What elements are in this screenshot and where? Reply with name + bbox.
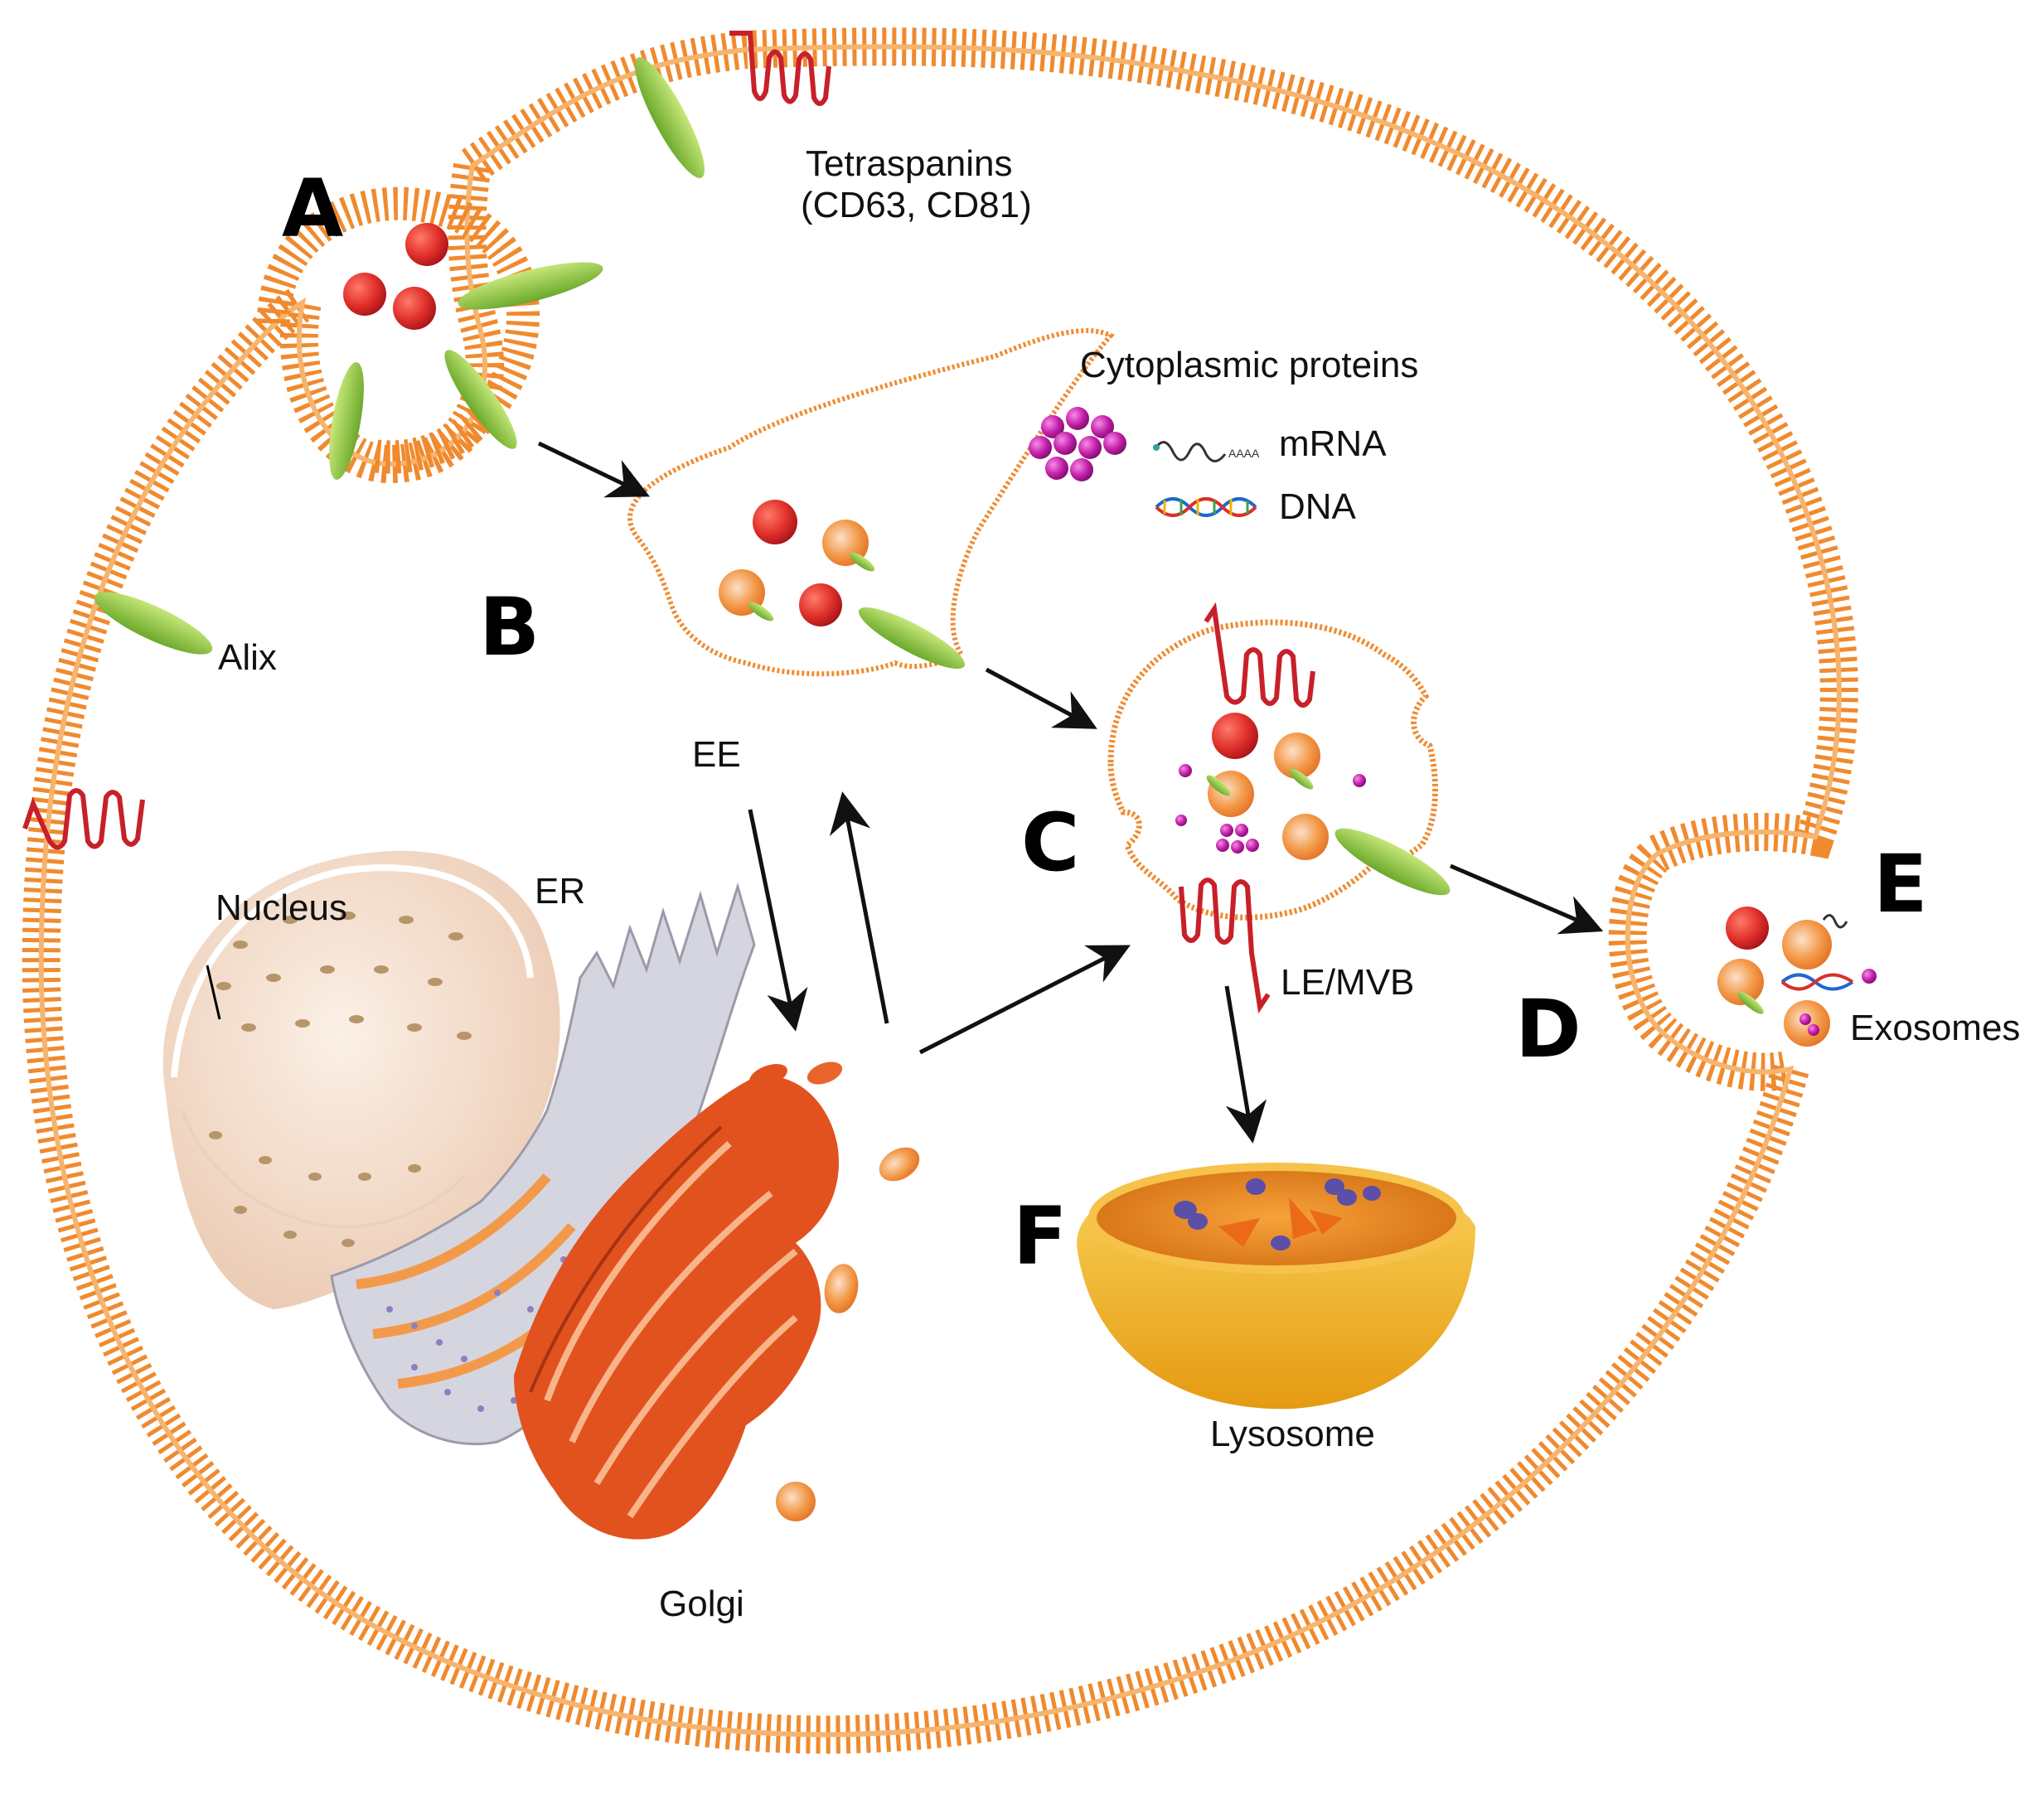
er-body: [330, 882, 756, 1446]
tetraspanin-icon: [1204, 602, 1315, 708]
alix-protein-icon: [635, 57, 705, 178]
protein-cluster-icon: [1216, 824, 1259, 854]
nucleus-envelope: [171, 864, 534, 1078]
protein-dot: [393, 287, 436, 330]
golgi-vesicle: [806, 1062, 843, 1085]
tetraspanin-icon: [22, 788, 145, 850]
step-label-f: F: [1013, 1190, 1068, 1283]
lysosome: [1077, 1163, 1475, 1410]
vesicle-icon: [1717, 959, 1764, 1005]
alix-protein-icon: [1289, 768, 1314, 790]
nucleus: [162, 850, 560, 1309]
arrow-golgi-to-ee: [830, 791, 889, 1024]
alix-protein-icon: [1737, 991, 1764, 1014]
arrow-golgi-to-c: [918, 945, 1131, 1055]
tetraspanins-label: Tetraspanins: [806, 143, 1012, 184]
exosomes-label: Exosomes: [1850, 1008, 2020, 1048]
alix-protein-icon: [849, 552, 875, 572]
nucleus-label: Nucleus: [216, 887, 347, 928]
arrow-a-to-b: [537, 441, 651, 498]
step-label-c: C: [1021, 796, 1079, 889]
dna-label: DNA: [1279, 486, 1357, 527]
step-label-e: E: [1873, 838, 1928, 931]
alix-protein-icon: [858, 607, 966, 669]
vesicle-icon: [1274, 733, 1320, 779]
golgi-apparatus: [514, 1062, 920, 1540]
nucleus-pointer-line: [206, 965, 221, 1020]
nucleus-body: [162, 850, 560, 1309]
early-endosome-label: EE: [692, 734, 741, 775]
protein-dot: [1212, 713, 1258, 759]
cell-membrane: [22, 27, 1858, 1754]
early-endosome: [627, 328, 1115, 677]
exosome-release-site: [1717, 907, 1877, 1047]
step-label-d: D: [1515, 983, 1581, 1076]
arrow-c-to-f: [1224, 985, 1267, 1144]
le-mvb-label: LE/MVB: [1281, 962, 1414, 1003]
alix-protein-icon: [444, 350, 517, 449]
arrow-c-to-d: [1450, 863, 1604, 935]
alix-protein-icon: [748, 602, 774, 621]
golgi-label: Golgi: [659, 1584, 744, 1624]
vesicle-icon: [1782, 920, 1832, 970]
arrow-ee-to-golgi: [748, 809, 808, 1032]
mrna-icon: AAAA: [1153, 441, 1260, 462]
endocytosis-site: [257, 186, 603, 480]
er-label: ER: [535, 871, 585, 912]
cytoplasmic-proteins-label: Cytoplasmic proteins: [1080, 345, 1418, 385]
protein-dot: [405, 223, 448, 266]
alix-protein-icon: [458, 262, 603, 310]
step-label-b: B: [479, 581, 540, 674]
alix-protein-icon: [329, 362, 364, 480]
vesicle-icon: [1282, 814, 1329, 860]
golgi-vesicle: [824, 1264, 859, 1313]
alix-protein-icon: [1334, 828, 1451, 896]
tetraspanins-examples-label: (CD63, CD81): [801, 185, 1032, 225]
protein-dot: [1726, 907, 1769, 950]
lysosome-label: Lysosome: [1210, 1414, 1375, 1454]
mrna-label: mRNA: [1279, 423, 1387, 464]
arrow-b-to-c: [985, 667, 1097, 729]
golgi-vesicle: [776, 1482, 816, 1521]
multivesicular-body: [1107, 602, 1451, 1014]
protein-dot: [799, 583, 842, 626]
protein-dot: [753, 500, 797, 544]
mrna-icon: [1822, 914, 1848, 929]
dna-icon: [1155, 497, 1257, 517]
svg-text:AAAA: AAAA: [1228, 447, 1260, 460]
alix-protein-icon: [1206, 775, 1231, 796]
protein-cluster-icon: [1029, 407, 1126, 481]
nuclear-pores: [209, 912, 472, 1247]
invagination-membrane: [257, 186, 540, 474]
pathway-arrows: [537, 441, 1604, 1144]
cell-membrane-inner: [38, 44, 1842, 1738]
golgi-stack: [514, 1076, 839, 1540]
protein-dot: [343, 273, 386, 316]
lysosome-lumen: [1088, 1163, 1465, 1274]
alix-protein-icon: [94, 592, 213, 655]
tetraspanin-icon: [729, 31, 831, 106]
golgi-vesicle: [749, 1064, 787, 1087]
tetraspanin-icon: [1179, 878, 1271, 1014]
step-label-a: A: [282, 162, 343, 255]
lysosome-contents: [1174, 1178, 1381, 1250]
golgi-vesicle: [879, 1147, 920, 1182]
alix-label: Alix: [218, 637, 277, 678]
